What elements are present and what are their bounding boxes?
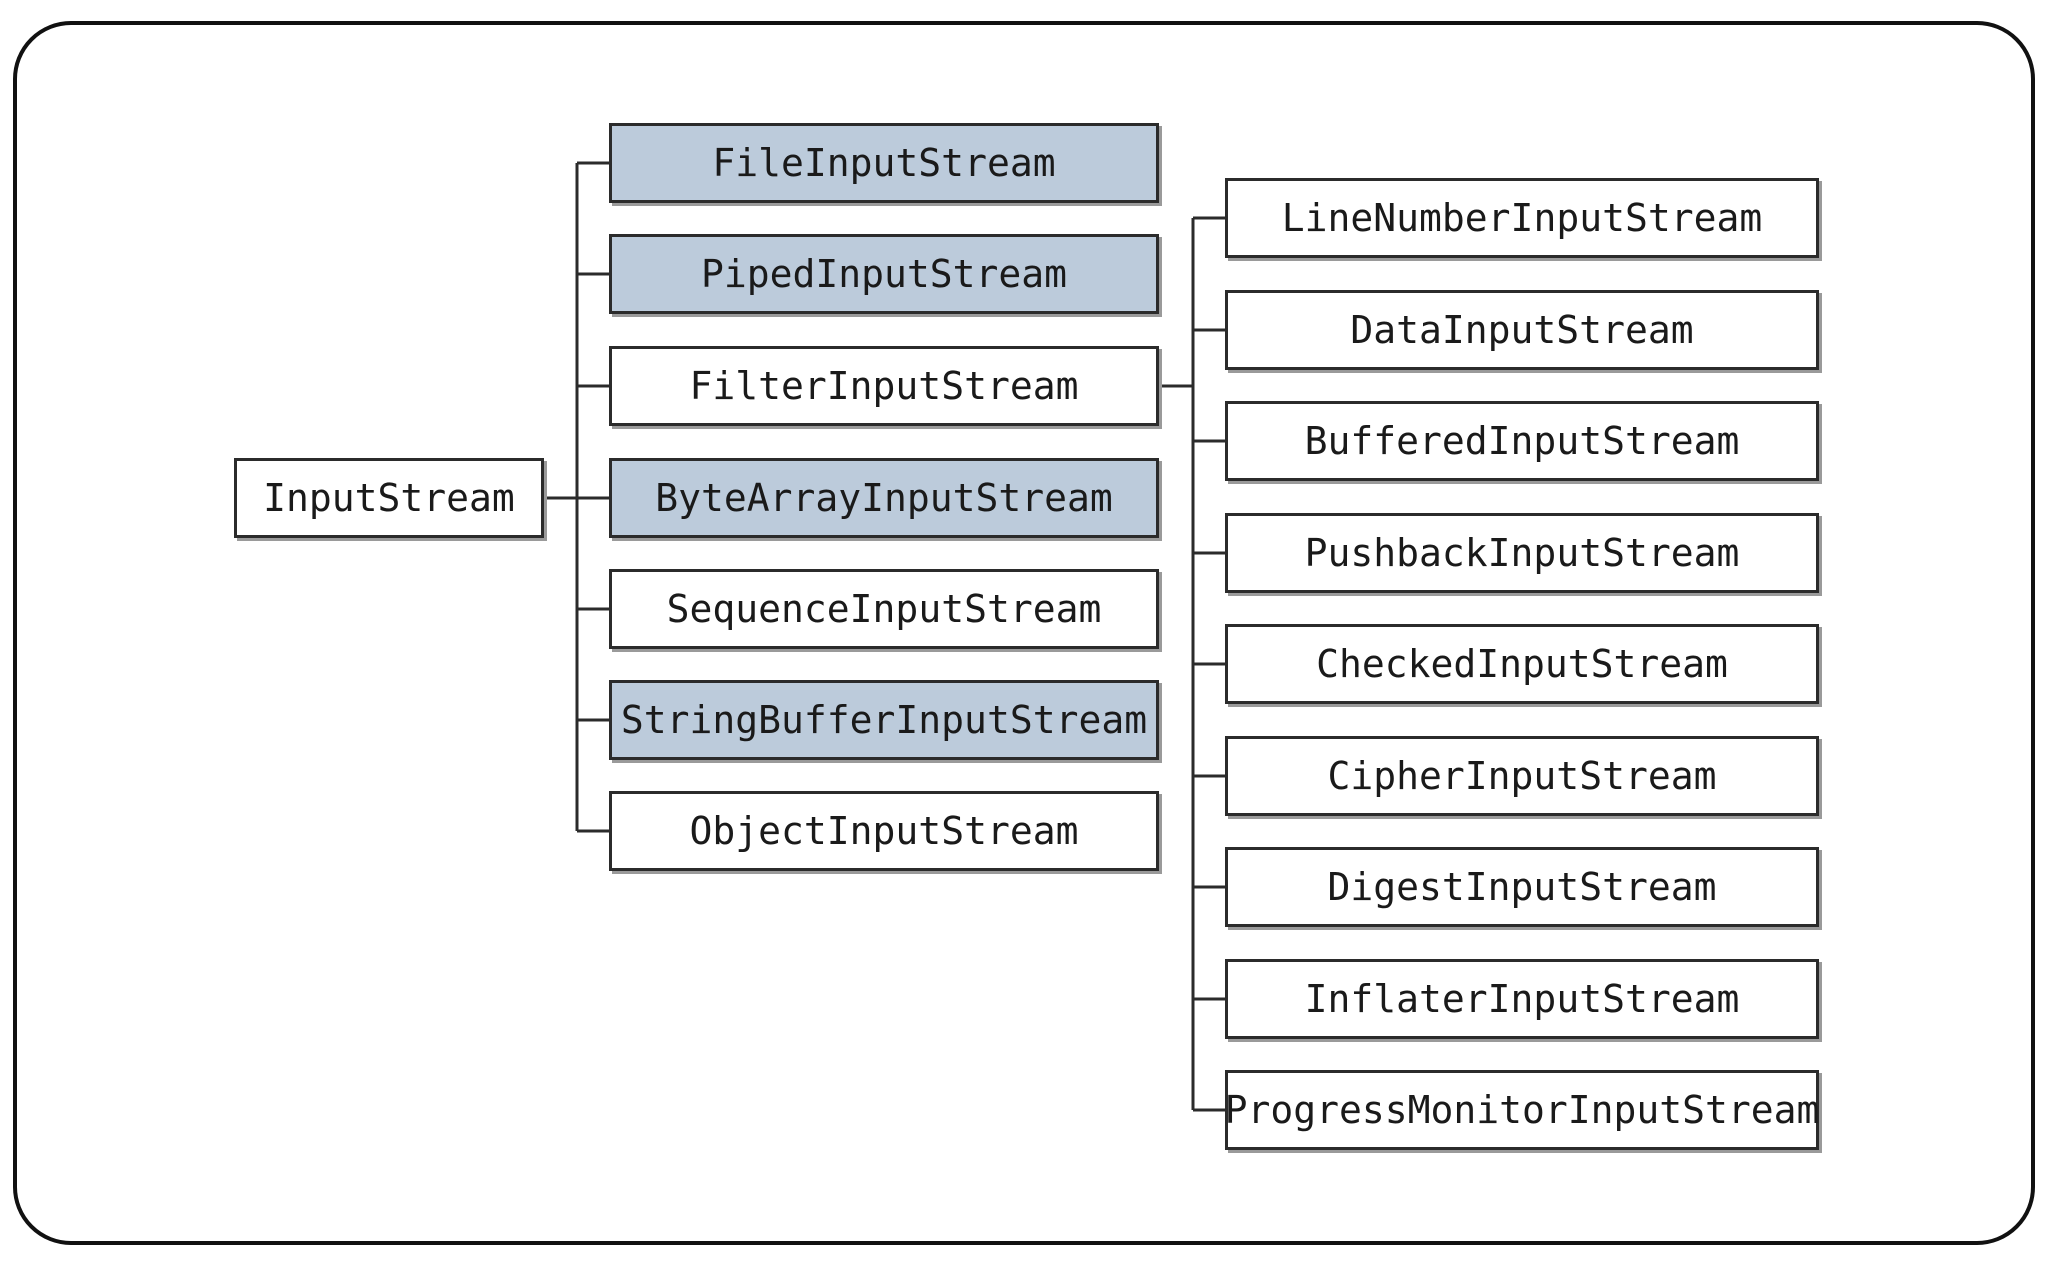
node-filterinputstream: FilterInputStream [609,346,1159,426]
node-inputstream: InputStream [234,458,544,538]
node-fileinputstream: FileInputStream [609,123,1159,203]
node-objectinputstream: ObjectInputStream [609,791,1159,871]
node-sequenceinputstream: SequenceInputStream [609,569,1159,649]
node-pushbackinputstream: PushbackInputStream [1225,513,1819,593]
node-pipedinputstream: PipedInputStream [609,234,1159,314]
node-datainputstream: DataInputStream [1225,290,1819,370]
node-linenumberinputstream: LineNumberInputStream [1225,178,1819,258]
node-inflaterinputstream: InflaterInputStream [1225,959,1819,1039]
node-cipherinputstream: CipherInputStream [1225,736,1819,816]
node-stringbufferinputstream: StringBufferInputStream [609,680,1159,760]
node-bufferedinputstream: BufferedInputStream [1225,401,1819,481]
node-bytearrayinputstream: ByteArrayInputStream [609,458,1159,538]
node-progressmonitorinputstream: ProgressMonitorInputStream [1225,1070,1819,1150]
node-digestinputstream: DigestInputStream [1225,847,1819,927]
node-checkedinputstream: CheckedInputStream [1225,624,1819,704]
